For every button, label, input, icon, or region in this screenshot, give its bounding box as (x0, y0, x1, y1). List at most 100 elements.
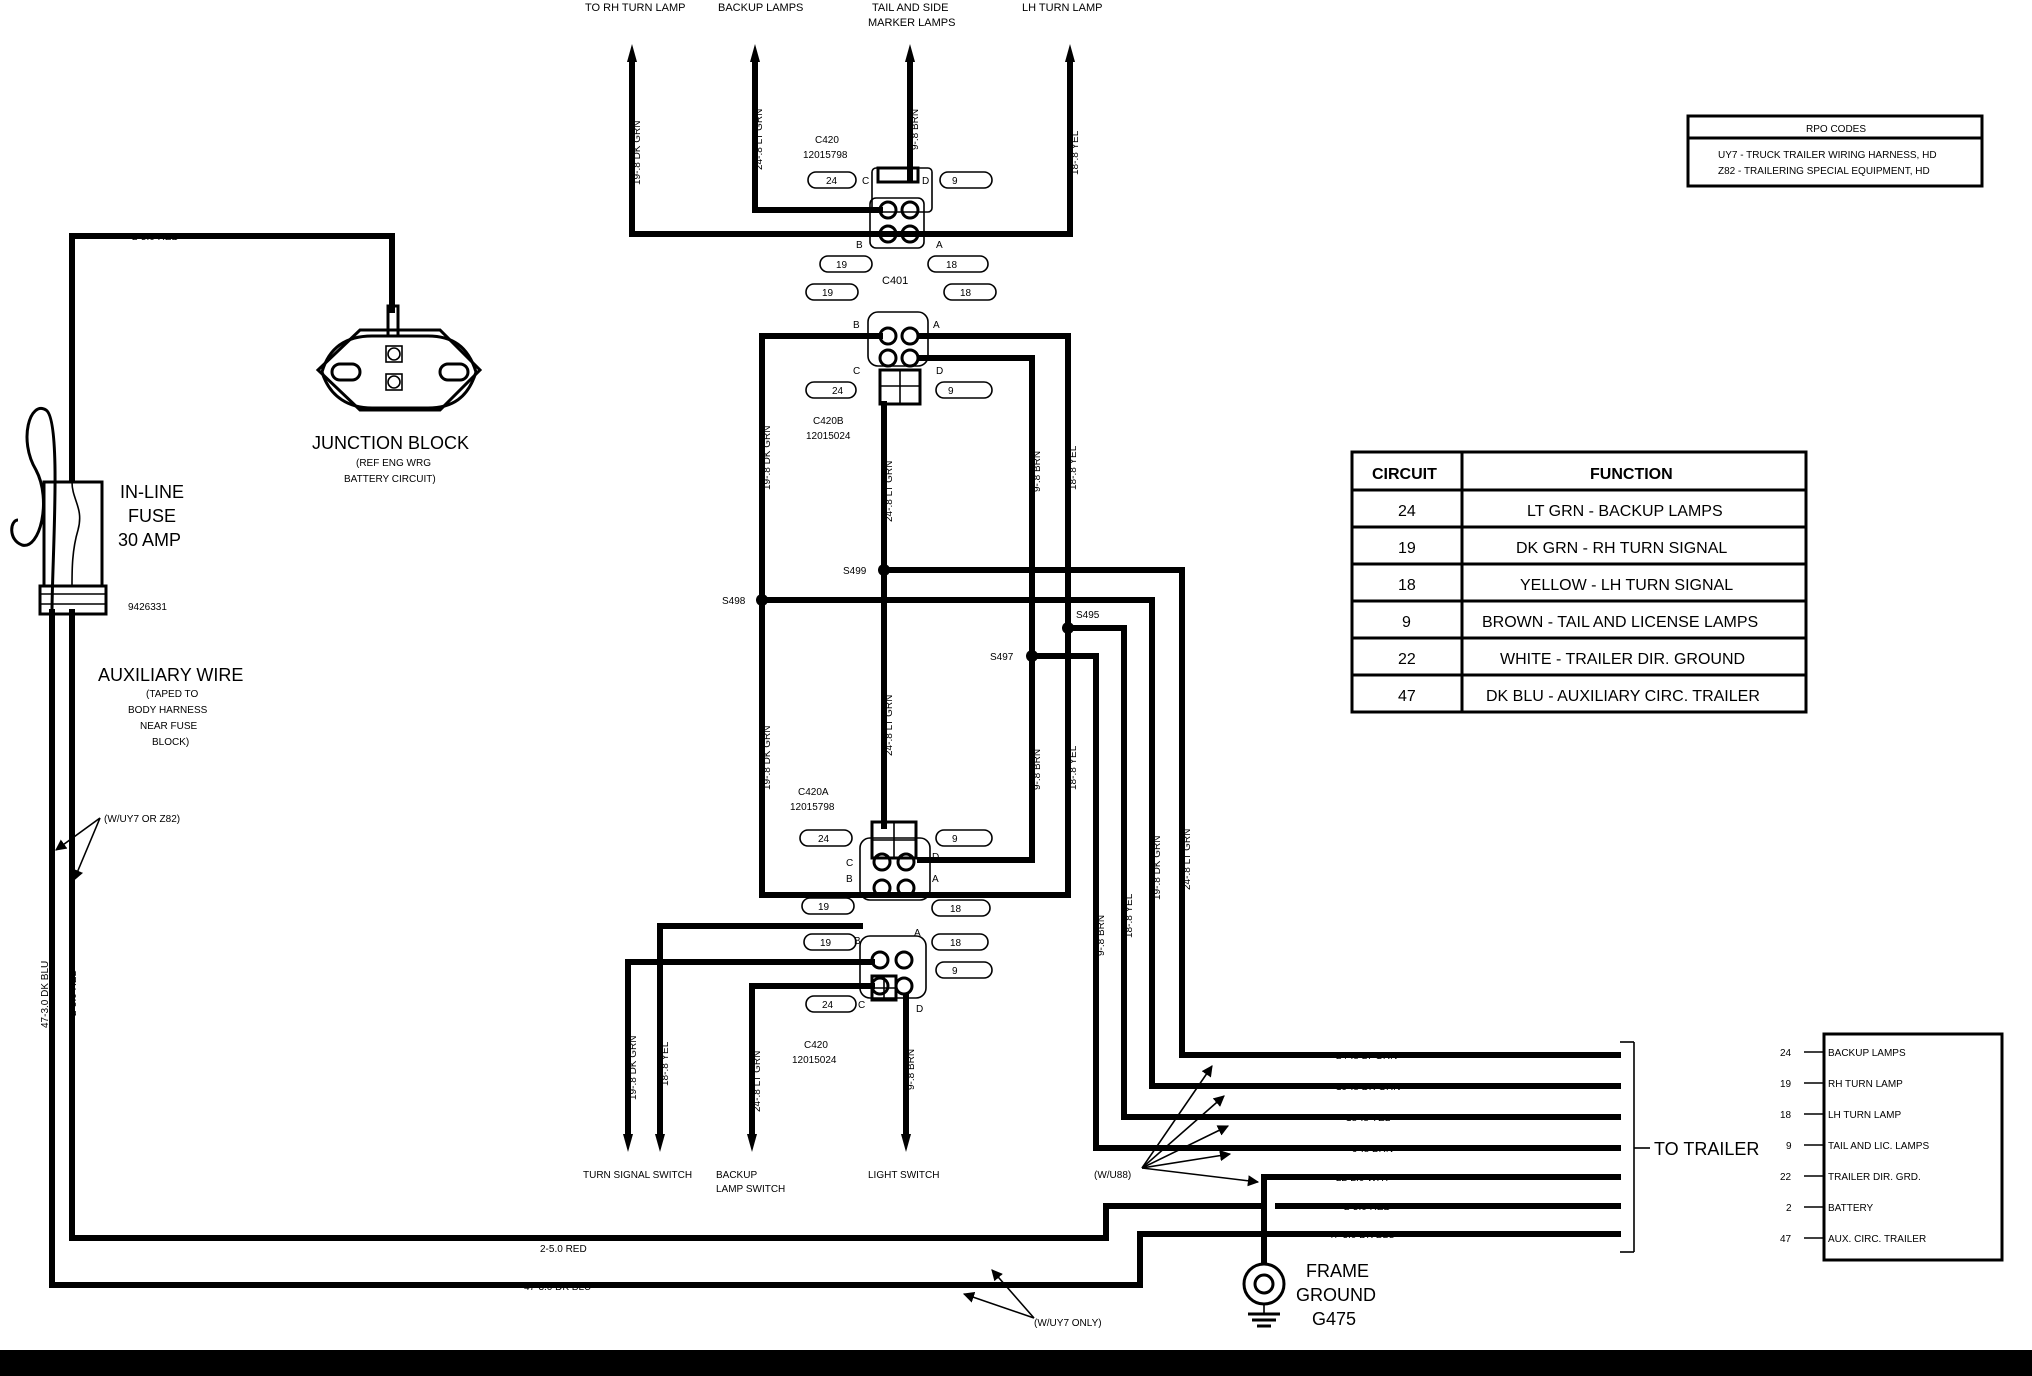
splice-s499-label: S499 (843, 566, 867, 577)
table-cell-circuit: 47 (1398, 688, 1416, 705)
label-backup-switch-2: LAMP SWITCH (716, 1184, 785, 1195)
circuit-tag-24-top: 24 (807, 171, 857, 189)
label-turn-signal-switch: TURN SIGNAL SWITCH (583, 1170, 692, 1181)
legend-num: 2 (1786, 1203, 1792, 1214)
fuse-line3: 30 AMP (118, 530, 181, 550)
svg-text:9: 9 (952, 966, 958, 977)
wire-label-19-low: 19-.8 DK GRN (762, 726, 773, 790)
circuit-tag-19-c401-b: 19 (805, 283, 859, 301)
splice-s495-label: S495 (1076, 610, 1100, 621)
circuit-tag-9-c420-bottom: 9 (935, 961, 993, 979)
wire-label-19-bot: 19-.8 DK GRN (628, 1036, 639, 1100)
wire-label-24-low: 24-.8 LT GRN (884, 695, 895, 756)
connector-c420a-part: 12015798 (790, 802, 835, 813)
circuit-tag-24-c420-bottom: 24 (805, 995, 857, 1013)
trailer-wire-label-22: 22-2.0 WHT (1336, 1173, 1390, 1184)
legend-label: BATTERY (1828, 1203, 1874, 1214)
svg-text:9: 9 (952, 176, 958, 187)
wire-label-9-mid: 9-.8 BRN (1032, 451, 1043, 492)
label-uy7-only: (W/UY7 ONLY) (1034, 1318, 1102, 1329)
trailer-wire-label-24: 24-.8 LT GRN (1336, 1051, 1397, 1062)
connector-c420b (867, 311, 929, 406)
connector-c420b-label: C420B (813, 416, 844, 427)
svg-text:24: 24 (822, 1000, 834, 1011)
fuse-part: 9426331 (128, 602, 167, 613)
legend-label: LH TURN LAMP (1828, 1110, 1901, 1121)
ground-line1: FRAME (1306, 1261, 1369, 1281)
wire-label-19-top: 19-.8 DK GRN (632, 121, 643, 185)
pin-b-c420-bottom: B (854, 936, 861, 947)
middle-wires (759, 333, 1071, 898)
aux-sub4: BLOCK) (152, 737, 189, 748)
wire-label-19-mid: 19-.8 DK GRN (762, 426, 773, 490)
circuit-tag-19-c420-bottom: 19 (803, 933, 857, 951)
svg-text:18: 18 (950, 938, 962, 949)
connector-c420a-label: C420A (798, 787, 829, 798)
legend-num: 9 (1786, 1141, 1792, 1152)
circuit-tag-24-c420a: 24 (799, 829, 853, 847)
circuit-tag-18-c420-bottom: 18 (931, 933, 989, 951)
legend-label: TAIL AND LIC. LAMPS (1828, 1141, 1929, 1152)
pin-c-c420-bottom: C (858, 1000, 865, 1011)
wire-label-2-bottom: 2-5.0 RED (540, 1244, 587, 1255)
table-header-function: FUNCTION (1590, 466, 1673, 483)
pin-a-top: A (936, 240, 943, 251)
junction-block-title: JUNCTION BLOCK (312, 433, 469, 453)
trailer-wire-label-47: 47-3.0 DK BLU (1328, 1230, 1395, 1241)
splice-s495-dot (1062, 622, 1074, 634)
junction-block (315, 304, 483, 412)
label-backup-switch-1: BACKUP (716, 1170, 757, 1181)
pin-d-c420a: D (932, 852, 939, 863)
table-cell-function: DK GRN - RH TURN SIGNAL (1516, 540, 1727, 557)
circuit-tag-18-c401-a: 18 (927, 255, 989, 273)
battery-feed-wires (49, 233, 1281, 1288)
circuit-tag-18-c401-b: 18 (943, 283, 997, 301)
label-lh-turn-lamp: LH TURN LAMP (1022, 2, 1102, 14)
circuit-tag-24-c420b: 24 (805, 381, 857, 399)
circuit-tag-18-c420a: 18 (931, 899, 991, 917)
fuse-line1: IN-LINE (120, 482, 184, 502)
splice-s499-dot (878, 564, 890, 576)
svg-text:18: 18 (950, 904, 962, 915)
wire-label-9-top: 9-.8 BRN (910, 109, 921, 150)
legend-num: 19 (1780, 1079, 1792, 1090)
trailer-connector-bracket (1620, 1041, 1650, 1253)
splice-dots (756, 564, 1074, 662)
trailer-wire-label-9: 9-.8 BRN (1352, 1144, 1393, 1155)
wire-label-9-right: 9-.8 BRN (1096, 915, 1107, 956)
table-cell-function: YELLOW - LH TURN SIGNAL (1520, 577, 1733, 594)
splice-s498-dot (756, 594, 768, 606)
label-tail-side-1: TAIL AND SIDE (872, 2, 948, 14)
legend-num: 22 (1780, 1172, 1792, 1183)
splice-s497-dot (1026, 650, 1038, 662)
legend-num: 47 (1780, 1234, 1792, 1245)
svg-text:19: 19 (836, 260, 848, 271)
circuit-tag-9-c420b: 9 (935, 381, 993, 399)
rpo-title: RPO CODES (1806, 124, 1866, 135)
aux-sub3: NEAR FUSE (140, 721, 198, 732)
circuit-tag-9-c420a: 9 (935, 829, 993, 847)
wire-label-2-red-top: 2-5.0 RED (132, 232, 179, 243)
ground-line2: GROUND (1296, 1285, 1376, 1305)
wire-label-9-bot: 9-.8 BRN (906, 1049, 917, 1090)
legend-num: 24 (1780, 1048, 1792, 1059)
pin-b-c420a: B (846, 874, 853, 885)
legend-label: RH TURN LAMP (1828, 1079, 1903, 1090)
connector-c420-bottom (859, 935, 927, 1002)
aux-option-label: (W/UY7 OR Z82) (104, 814, 180, 825)
table-header-circuit: CIRCUIT (1372, 466, 1437, 483)
splice-branches (759, 567, 1621, 1248)
svg-text:9: 9 (952, 834, 958, 845)
label-tail-side-2: MARKER LAMPS (868, 17, 955, 29)
label-rh-turn-lamp: TO RH TURN LAMP (585, 2, 685, 14)
trailer-wire-label-18: 18-.8 YEL (1346, 1113, 1391, 1124)
connector-c420-bottom-label: C420 (804, 1040, 828, 1051)
junction-block-sub1: (REF ENG WRG (356, 458, 431, 469)
wire-label-18-right: 18-.8 YEL (1124, 893, 1135, 938)
trailer-wire-label-19: 19-.8 DK GRN (1336, 1082, 1400, 1093)
svg-text:9: 9 (948, 386, 954, 397)
wire-label-24-top: 24-.8 LT GRN (754, 109, 765, 170)
circuit-tag-9-top: 9 (939, 171, 993, 189)
pin-d-c420b: D (936, 366, 943, 377)
